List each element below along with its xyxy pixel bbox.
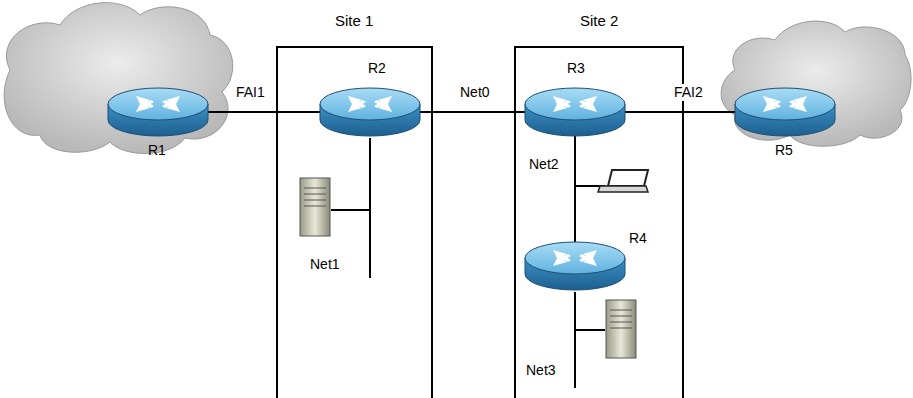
lan-segment <box>575 292 605 388</box>
router-label: R2 <box>366 60 388 77</box>
network-label: Net3 <box>524 362 558 379</box>
router-label: R4 <box>627 230 649 247</box>
site-heading: Site 2 <box>578 12 620 30</box>
internet-cloud <box>721 21 911 146</box>
router-label: R5 <box>773 142 795 159</box>
link-label: FAI2 <box>672 84 705 101</box>
site-heading: Site 1 <box>333 12 375 30</box>
router-icon <box>523 240 627 292</box>
network-link <box>625 111 735 113</box>
site-box: Site 1R2 <box>276 46 433 398</box>
router-icon <box>318 86 422 138</box>
laptop-icon <box>598 170 648 192</box>
network-link <box>574 134 576 242</box>
router-icon <box>733 86 837 138</box>
internet-cloud <box>4 3 233 154</box>
network-link <box>208 111 320 113</box>
server-icon <box>606 300 636 358</box>
link-label: Net0 <box>458 84 492 101</box>
network-label: Net1 <box>308 256 342 273</box>
router-node: R5 <box>733 86 837 138</box>
router-node: R1 <box>106 86 210 138</box>
router-node: R3 <box>523 86 627 138</box>
site-box: Site 2R3R4 <box>514 46 684 398</box>
router-icon <box>106 86 210 138</box>
router-label: R3 <box>565 60 587 77</box>
link-label: Net2 <box>527 156 561 173</box>
router-label: R1 <box>146 142 168 159</box>
router-node: R2 <box>318 86 422 138</box>
router-node: R4 <box>523 240 627 292</box>
router-icon <box>523 86 627 138</box>
server-icon <box>300 178 330 236</box>
network-link <box>420 111 525 113</box>
link-label: FAI1 <box>234 84 267 101</box>
